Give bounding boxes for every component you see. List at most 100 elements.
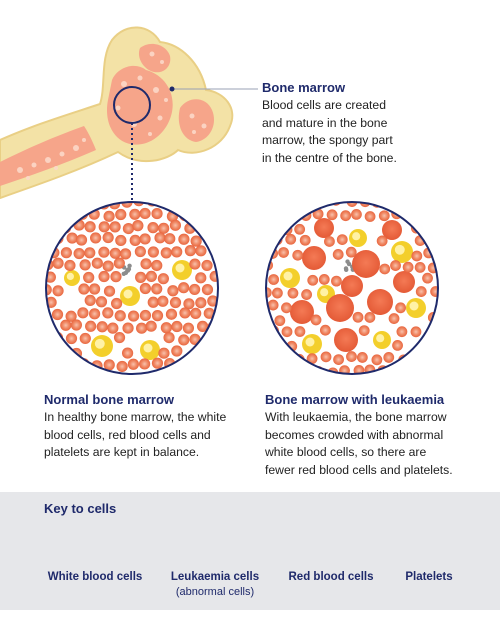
red-blood-cell [139, 309, 152, 322]
red-blood-cell [340, 210, 352, 222]
normal-marrow-description: In healthy bone marrow, the white blood … [44, 409, 259, 462]
white-blood-cell-nucleus [94, 338, 105, 349]
red-blood-cell [147, 296, 159, 308]
normal-marrow-circle [45, 201, 219, 375]
red-blood-cell [138, 358, 151, 370]
red-blood-cell [395, 302, 406, 314]
red-blood-cell [102, 307, 114, 319]
red-blood-cell [430, 286, 438, 297]
bone-marrow-description: Blood cells are created and mature in th… [262, 97, 492, 167]
leukaemia-cell [393, 271, 415, 293]
leukaemia-marrow-title: Bone marrow with leukaemia [265, 392, 445, 407]
white-blood-cell-nucleus [394, 244, 405, 255]
red-blood-cell [135, 271, 147, 283]
red-blood-cell [184, 245, 196, 257]
red-blood-cell [178, 233, 190, 245]
text-line: becomes crowded with abnormal [265, 427, 444, 442]
red-blood-cell [160, 322, 172, 334]
red-blood-cell [190, 235, 202, 247]
leukaemia-marrow-description: With leukaemia, the bone marrow becomes … [265, 409, 495, 479]
platelet [127, 263, 132, 268]
red-blood-cell [274, 315, 286, 327]
red-blood-cell [195, 297, 207, 309]
red-blood-cell [110, 271, 122, 283]
red-blood-cell [410, 326, 422, 338]
text-line: in the centre of the bone. [262, 150, 397, 165]
red-blood-cell [60, 319, 72, 331]
white-blood-cell-nucleus [409, 301, 419, 311]
red-blood-cell [379, 263, 391, 275]
red-blood-cell [358, 325, 370, 336]
red-blood-cell [201, 283, 214, 296]
white-blood-cell-nucleus [305, 337, 315, 347]
red-blood-cell [287, 287, 299, 299]
red-blood-cell [336, 234, 348, 245]
red-blood-cell [178, 282, 190, 294]
red-blood-cell [98, 246, 110, 258]
red-blood-cell [77, 307, 89, 319]
red-blood-cell [139, 233, 151, 245]
text-line: blood cells, red blood cells and [44, 427, 211, 442]
red-blood-cell [392, 339, 403, 351]
red-blood-cell [164, 233, 176, 245]
red-blood-cell [84, 247, 96, 259]
red-blood-cell [96, 321, 108, 333]
red-blood-cell [396, 326, 408, 338]
red-blood-cell [70, 319, 82, 331]
red-blood-cell [332, 249, 344, 260]
red-blood-cell [189, 258, 201, 270]
red-blood-cell [52, 257, 64, 269]
red-blood-cell [60, 247, 72, 259]
white-blood-cell-nucleus [123, 289, 133, 299]
key-label-leukaemia-cells: Leukaemia cells [170, 571, 260, 583]
red-blood-cell [109, 221, 121, 233]
red-blood-cell [169, 219, 181, 231]
red-blood-cell [281, 224, 293, 236]
red-blood-cell [414, 261, 426, 273]
red-blood-cell [281, 302, 292, 314]
red-blood-cell [78, 283, 90, 295]
red-blood-cell [160, 247, 172, 259]
red-blood-cell [165, 308, 178, 320]
red-blood-cell [179, 307, 191, 319]
red-blood-cell [271, 287, 283, 299]
red-blood-cell [320, 351, 332, 363]
white-blood-cell-nucleus [352, 232, 361, 241]
red-blood-cell [319, 324, 331, 336]
key-title: Key to cells [44, 501, 117, 516]
red-blood-cell [113, 331, 126, 344]
red-blood-cell [90, 232, 102, 244]
red-blood-cell [333, 354, 344, 366]
red-blood-cell [122, 222, 135, 235]
red-blood-cell [157, 295, 169, 307]
red-blood-cell [278, 247, 289, 258]
bone-marrow-title: Bone marrow [262, 80, 346, 95]
red-blood-cell [103, 359, 115, 371]
red-blood-cell [115, 208, 127, 221]
red-blood-cell [195, 245, 207, 257]
red-blood-cell [66, 232, 78, 244]
red-blood-cell [356, 352, 368, 363]
red-blood-cell [171, 246, 183, 258]
red-blood-cell [98, 221, 110, 233]
key-panel [0, 492, 500, 610]
red-blood-cell [102, 231, 114, 244]
text-line: fewer red blood cells and platelets. [265, 462, 453, 477]
platelet [123, 270, 129, 276]
red-blood-cell [114, 310, 126, 322]
red-blood-cell [294, 326, 306, 337]
red-blood-cell [285, 233, 297, 245]
red-blood-cell [415, 286, 427, 297]
white-blood-cell-nucleus [320, 288, 329, 297]
red-blood-cell [132, 220, 144, 232]
red-blood-cell [145, 270, 157, 283]
label-leader-dot [169, 86, 175, 92]
red-blood-cell [190, 307, 202, 319]
red-blood-cell [85, 320, 97, 332]
red-blood-cell [88, 283, 101, 295]
red-blood-cell [411, 250, 423, 262]
leukaemia-cell [367, 289, 393, 315]
red-blood-cell [151, 259, 163, 272]
leukaemia-cell [382, 220, 402, 240]
key-sublabel-leukaemia-cells: (abnormal cells) [175, 586, 255, 598]
